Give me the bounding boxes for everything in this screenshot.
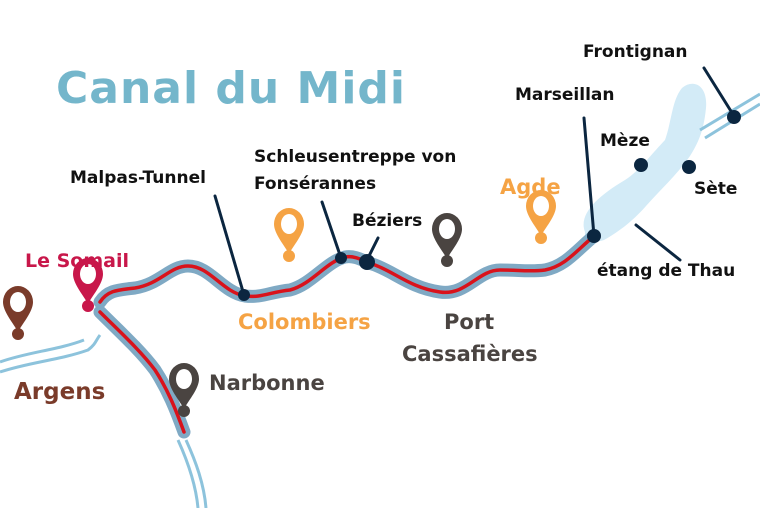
poi-label-fonserannes-line1: Schleusentreppe von [254, 147, 457, 167]
poi-label-frontignan: Frontignan [583, 42, 688, 62]
town-label-le-somail: Le Somail [25, 250, 129, 272]
pin-icon-agde[interactable] [526, 190, 556, 244]
western-waterway [0, 334, 102, 374]
fonserannes-marker[interactable] [335, 252, 347, 264]
map-title: Canal du Midi [56, 63, 406, 114]
marseillan-marker[interactable] [587, 229, 601, 243]
town-label-port-cassafieres-line2: Cassafières [402, 342, 538, 366]
frontignan-marker[interactable] [727, 110, 741, 124]
beziers-marker[interactable] [359, 254, 375, 270]
town-label-argens: Argens [14, 379, 106, 405]
town-label-agde: Agde [500, 175, 561, 199]
pin-icon-argens[interactable] [3, 286, 33, 340]
poi-label-malpas-tunnel: Malpas-Tunnel [70, 168, 206, 188]
pin-icon-port-cassafieres[interactable] [432, 213, 462, 267]
poi-label-meze: Mèze [600, 131, 650, 151]
narbonne-waterway [176, 439, 208, 508]
poi-label-etang-de-thau: étang de Thau [597, 261, 736, 281]
poi-label-marseillan: Marseillan [515, 85, 615, 105]
poi-label-fonserannes-line2: Fonsérannes [254, 174, 377, 194]
poi-label-beziers: Béziers [352, 211, 423, 231]
sete-marker[interactable] [682, 160, 696, 174]
town-label-port-cassafieres-line1: Port [444, 310, 495, 334]
town-label-narbonne: Narbonne [209, 371, 325, 395]
malpas-tunnel-marker[interactable] [238, 289, 250, 301]
meze-marker[interactable] [634, 158, 648, 172]
town-label-colombiers: Colombiers [238, 310, 371, 334]
pin-icon-narbonne[interactable] [169, 363, 199, 417]
pin-icon-colombiers[interactable] [274, 208, 304, 262]
pin-icon-le-somail[interactable] [73, 258, 103, 312]
poi-label-sete: Sète [694, 179, 738, 199]
